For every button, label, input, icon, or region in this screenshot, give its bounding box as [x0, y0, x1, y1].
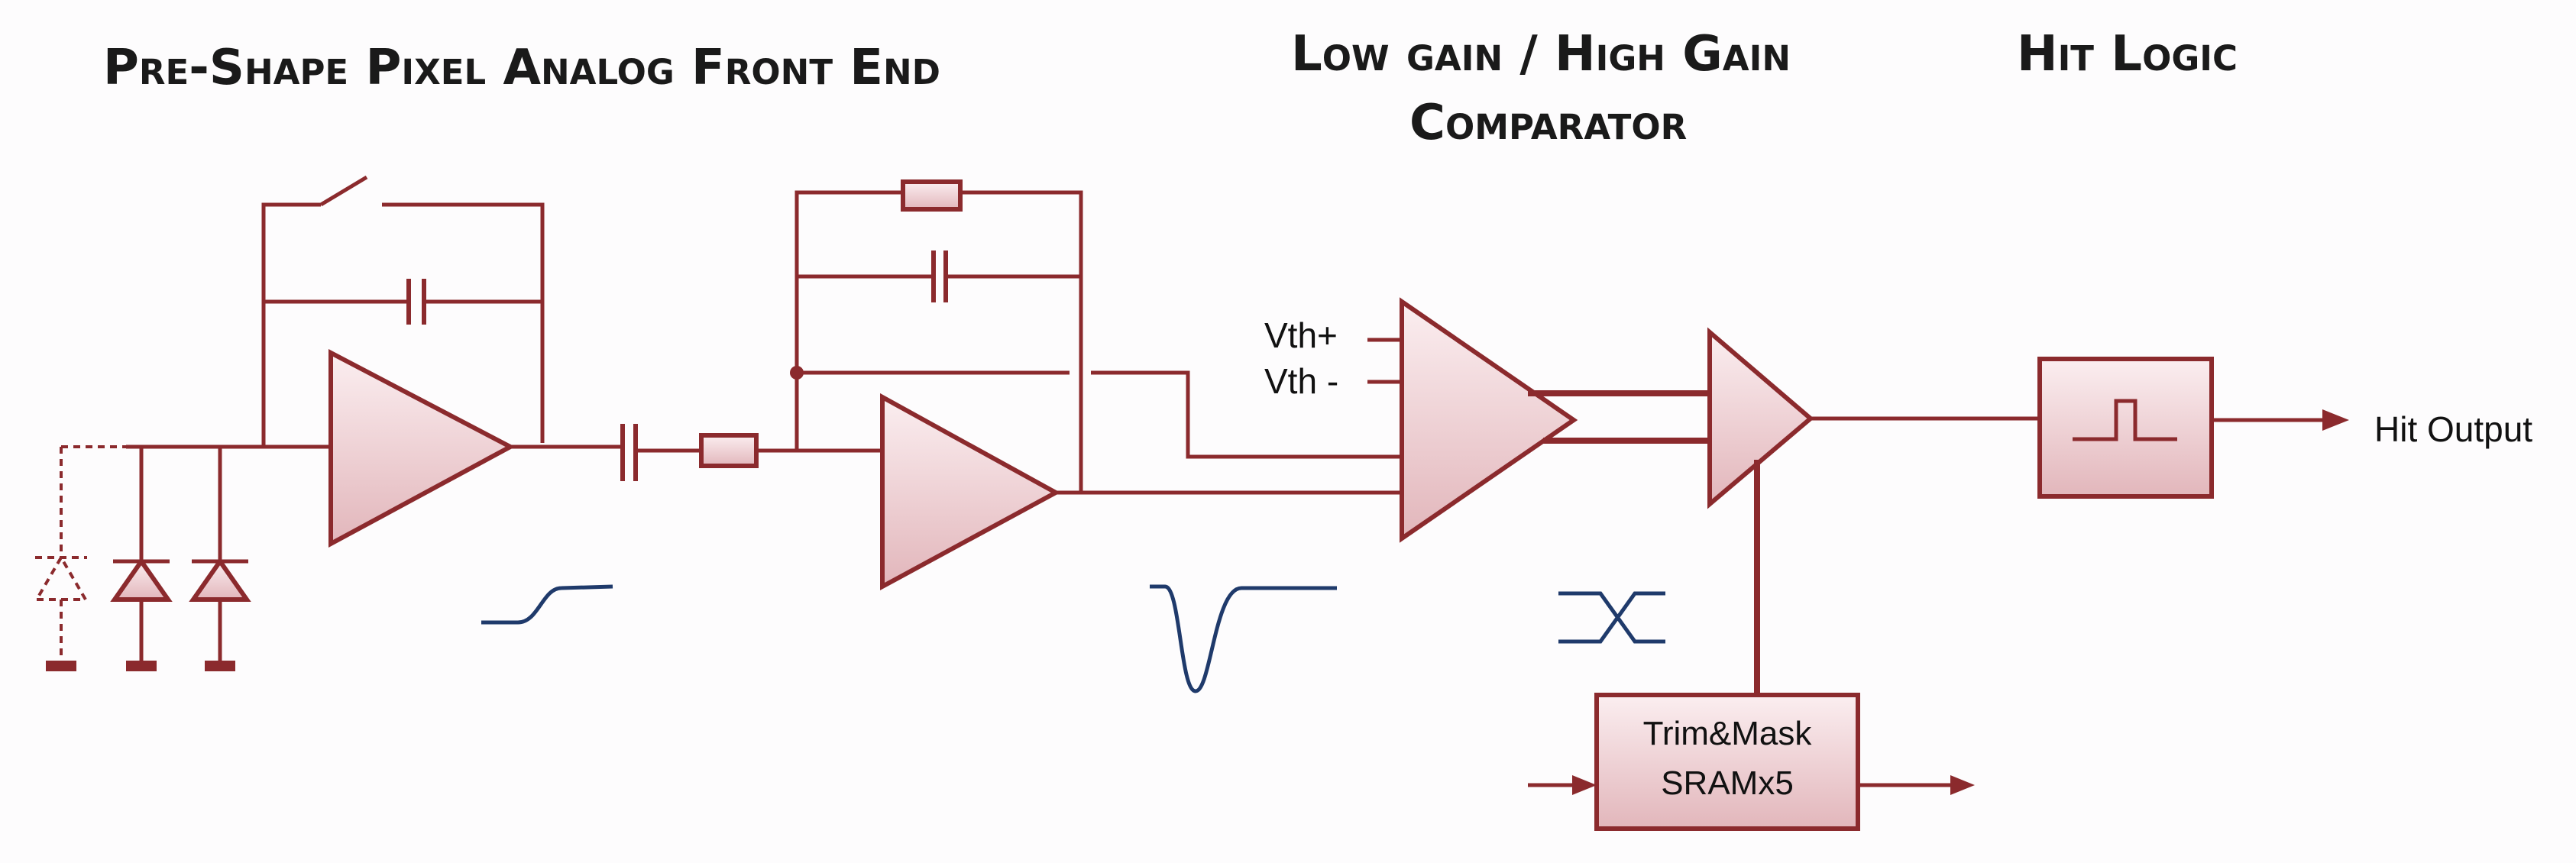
- hit-output-label: Hit Output: [2374, 409, 2532, 449]
- preamp-step-waveform: [481, 584, 613, 625]
- diode-2: [189, 447, 251, 671]
- comparator-title-line1: Low gain / High Gain: [1291, 26, 1791, 82]
- dashed-diode: [34, 445, 126, 671]
- shaper-pulse-waveform: [1150, 584, 1337, 693]
- diode-1: [110, 447, 173, 671]
- pulse-icon: [2073, 399, 2177, 441]
- shaper: [880, 393, 1061, 591]
- comparator-outputs: [1528, 390, 1711, 444]
- preamp-feedback: [261, 175, 545, 447]
- sram-output-arrow: [1858, 775, 1975, 795]
- sram-label-line2: SRAMx5: [1661, 764, 1794, 802]
- comparator-title-line2: Comparator: [1409, 95, 1687, 151]
- threshold-inputs: Vth+ Vth -: [1264, 315, 1402, 401]
- hit-logic-block: [2037, 357, 2214, 499]
- sram-label-line1: Trim&Mask: [1643, 715, 1813, 752]
- sram-input-arrow: [1528, 775, 1597, 795]
- vth-plus-label: Vth+: [1264, 315, 1338, 355]
- vth-minus-label: Vth -: [1264, 361, 1338, 401]
- hit-logic-title: Hit Logic: [2017, 26, 2238, 82]
- sram-block: [1594, 693, 1860, 831]
- comparator: [1400, 297, 1578, 543]
- coupling-network: [510, 424, 798, 481]
- preamp: [328, 349, 516, 548]
- front-end-title: Pre-Shape Pixel Analog Front End: [103, 40, 940, 96]
- shaper-feedback: [790, 179, 1402, 493]
- hit-output-arrow: [2212, 409, 2349, 431]
- comparator-crossing-waveform: [1558, 591, 1665, 644]
